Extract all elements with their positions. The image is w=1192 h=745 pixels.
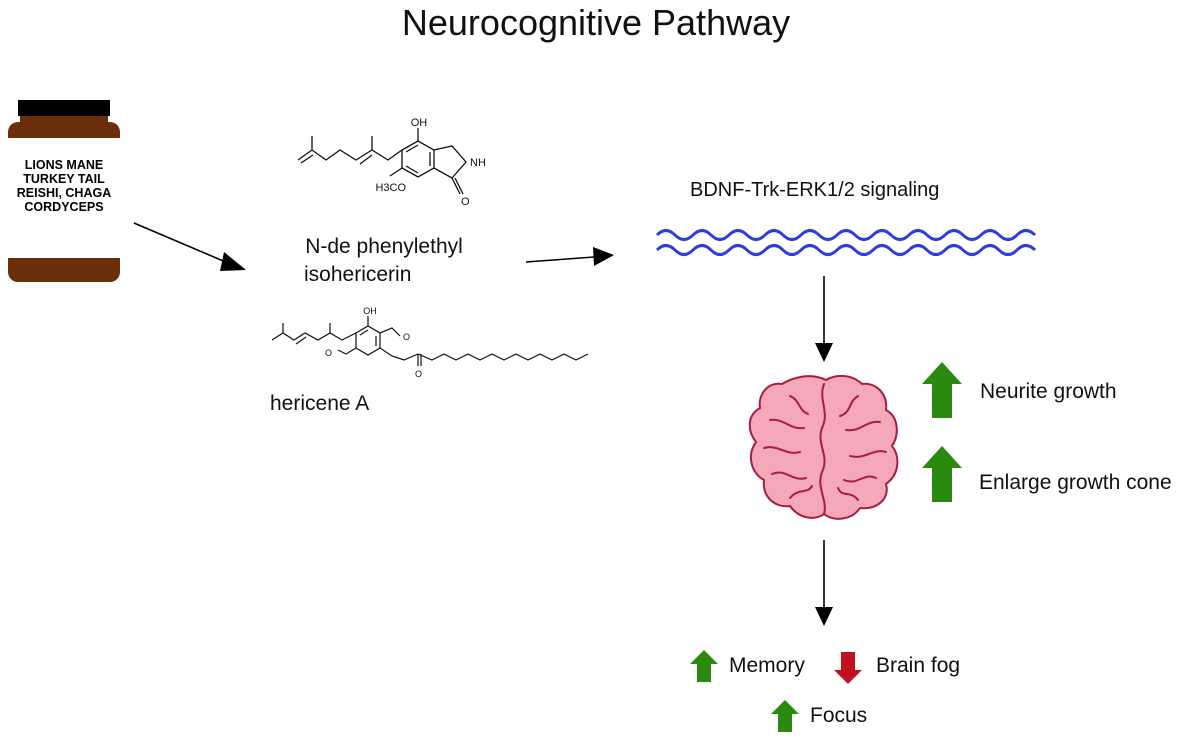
diagram-title: Neurocognitive Pathway <box>401 2 791 43</box>
signal-wave-1 <box>655 229 1037 241</box>
effect-growth-cone: Enlarge growth cone <box>979 471 1172 494</box>
brain-illustration <box>748 374 899 520</box>
jar-label <box>8 138 120 258</box>
jar-line: LIONS MANE <box>24 158 104 172</box>
compound-name-1-line1: N-de phenylethyl <box>305 235 463 258</box>
jar-line: CORDYCEPS <box>24 200 104 214</box>
compound-structure-1 <box>297 128 467 195</box>
up-arrow-icon <box>922 446 962 502</box>
atom-oh-1: OH <box>411 117 428 129</box>
atom-o-4: O <box>415 369 422 379</box>
atom-o-2: O <box>403 332 410 342</box>
jar-line: REISHI, CHAGA <box>16 186 112 200</box>
up-arrow-icon <box>690 650 718 682</box>
up-arrow-icon <box>771 700 799 732</box>
compound-name-1-line2: isohericerin <box>304 263 412 286</box>
down-arrow-icon <box>834 652 862 684</box>
arrow-brain-to-outcomes <box>815 540 833 626</box>
signaling-waves <box>655 229 1037 256</box>
arrow-compounds-to-signaling <box>525 247 614 266</box>
atom-o-1: O <box>461 196 470 208</box>
atom-nh: NH <box>470 157 486 169</box>
jar-graphic <box>8 100 120 282</box>
atom-oh-2: OH <box>363 306 377 316</box>
signal-wave-2 <box>655 244 1037 256</box>
jar-cap <box>18 100 110 116</box>
signaling-label: BDNF-Trk-ERK1/2 signaling <box>690 179 940 201</box>
compound-name-1: N-de phenylethyl isohericerin <box>296 233 472 289</box>
atom-methoxy: H3CO <box>375 182 406 194</box>
compound-structure-2 <box>271 316 589 366</box>
arrow-signaling-to-brain <box>815 276 833 362</box>
arrow-jar-to-compounds <box>133 222 246 271</box>
compound-name-2: hericene A <box>270 392 370 415</box>
effect-neurite-growth: Neurite growth <box>980 380 1117 403</box>
up-arrow-icon <box>922 362 962 418</box>
outcome-brain-fog: Brain fog <box>876 654 961 677</box>
outcome-focus: Focus <box>810 704 868 727</box>
outcome-memory: Memory <box>729 654 805 677</box>
jar-line: TURKEY TAIL <box>23 172 105 186</box>
jar-label-text: LIONS MANE TURKEY TAIL REISHI, CHAGA COR… <box>8 158 120 214</box>
atom-o-3: O <box>325 348 332 358</box>
supplement-jar: LIONS MANE TURKEY TAIL REISHI, CHAGA COR… <box>6 100 122 284</box>
